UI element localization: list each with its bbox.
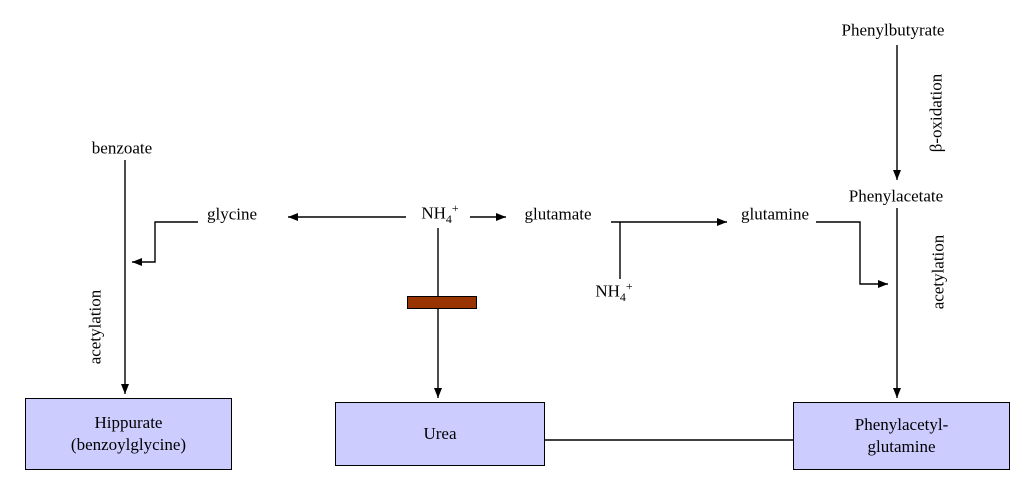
node-glycine: glycine [206,204,258,224]
nh4-central-base: NH [421,203,446,223]
node-nh4-central: NH4+ [421,202,458,225]
blocked-pathway-bar [407,296,477,309]
box-hippurate: Hippurate (benzoylglycine) [25,398,232,470]
hippurate-line1: Hippurate [94,413,163,432]
arrow-glycine-to-benzoate-path [132,221,198,266]
node-glutamine: glutamine [741,204,809,224]
hippurate-line2: (benzoylglycine) [70,435,187,454]
nh4-lower-subscript: 4 [619,289,626,304]
node-phenylacetate: Phenylacetate [848,186,944,206]
node-glutamate: glutamate [524,204,592,224]
nh4-lower-base: NH [595,281,620,301]
node-phenylbutyrate: Phenylbutyrate [841,20,945,40]
box-urea: Urea [335,402,545,466]
nh4-lower-superscript: + [625,278,633,293]
urea-line1: Urea [423,424,457,443]
node-benzoate: benzoate [91,138,153,158]
process-label-acetylation-left: acetylation [85,289,105,365]
phenylacetylglutamine-line2: glutamine [867,437,936,456]
process-label-acetylation-right: acetylation [928,234,948,310]
nh4-central-subscript: 4 [445,211,452,226]
box-phenylacetylglutamine: Phenylacetyl- glutamine [793,402,1010,470]
nh4-central-superscript: + [451,200,459,215]
phenylacetylglutamine-line1: Phenylacetyl- [854,415,949,434]
arrow-glutamine-to-acetylation-path [816,221,888,288]
node-nh4-lower: NH4+ [595,280,632,303]
process-label-beta-oxidation: β-oxidation [926,73,946,153]
